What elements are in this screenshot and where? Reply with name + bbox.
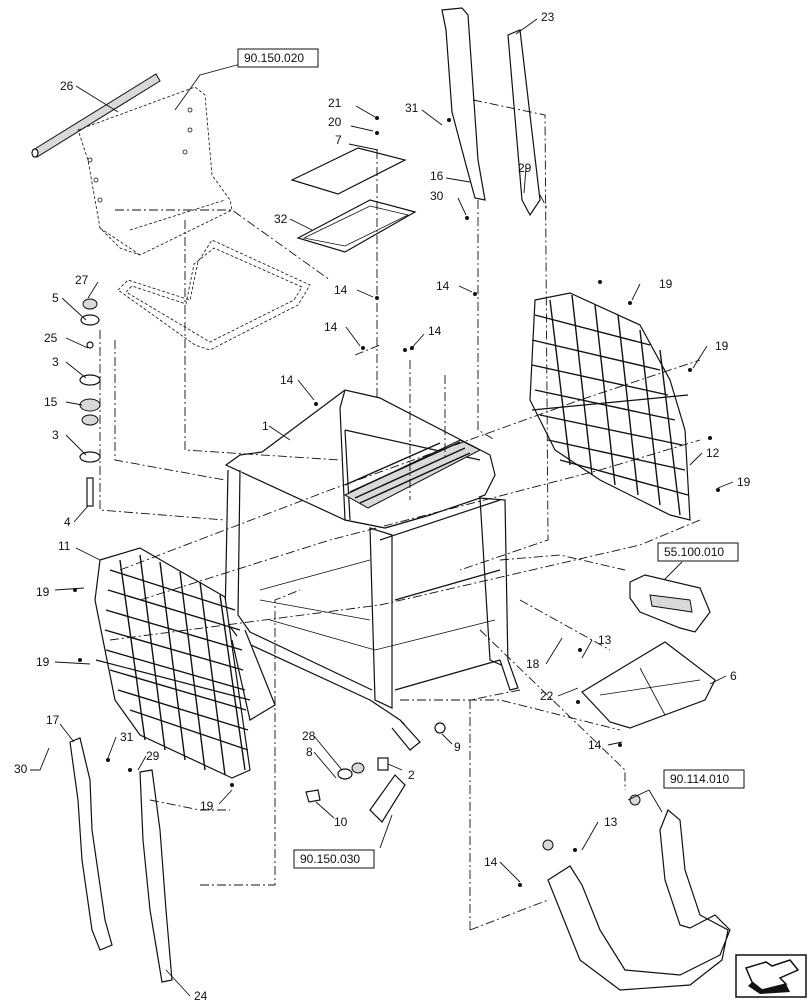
callout-19-c: 19	[737, 475, 751, 489]
callout-6: 6	[730, 669, 737, 683]
callout-14-g: 14	[484, 855, 498, 869]
callout-14-c: 14	[324, 320, 338, 334]
callout-19-f: 19	[200, 799, 214, 813]
assembly-lines	[99, 99, 701, 931]
top-window-part	[290, 147, 417, 253]
ref-box-90-150-030[interactable]: 90.150.030	[293, 849, 375, 869]
left-post-part	[69, 737, 173, 983]
ref-box-90-150-020[interactable]: 90.150.020	[237, 48, 319, 68]
callout-3-lower: 3	[52, 428, 59, 442]
callout-labels: 26 21 20 7 32 31 16 30 29 23 27 5 25 3 1…	[14, 10, 751, 1000]
ref-label: 90.150.020	[244, 51, 304, 65]
callout-19-d: 19	[36, 585, 50, 599]
callout-14-f: 14	[588, 738, 602, 752]
ref-label: 90.150.030	[300, 852, 360, 866]
callout-27: 27	[75, 273, 89, 287]
console-part	[629, 574, 711, 633]
callout-10: 10	[334, 815, 348, 829]
callout-11: 11	[58, 539, 71, 553]
callout-14-d: 14	[428, 324, 442, 338]
callout-23: 23	[541, 10, 555, 24]
callout-4: 4	[64, 515, 71, 529]
hinge-hardware	[305, 722, 446, 823]
callout-25: 25	[44, 331, 58, 345]
callout-14-b: 14	[436, 279, 450, 293]
callout-14-a: 14	[334, 283, 348, 297]
callout-32: 32	[274, 212, 288, 226]
right-screen-part	[529, 292, 691, 521]
rear-panel-part	[77, 86, 233, 256]
mount-stack	[79, 298, 101, 507]
callout-13-a: 13	[598, 633, 612, 647]
seal-part	[117, 239, 311, 351]
callout-1: 1	[262, 419, 269, 433]
callout-30-top: 30	[430, 189, 444, 203]
callout-21: 21	[328, 96, 342, 110]
callout-19-b: 19	[715, 339, 729, 353]
callout-30-bottom: 30	[14, 762, 28, 776]
callout-22: 22	[540, 689, 554, 703]
ref-box-55-100-010[interactable]: 55.100.010	[657, 542, 739, 562]
callout-24: 24	[194, 989, 208, 1000]
callout-28: 28	[302, 729, 316, 743]
ref-label: 55.100.010	[664, 545, 724, 559]
callout-5: 5	[52, 291, 59, 305]
callout-19-e: 19	[36, 655, 50, 669]
callout-13-b: 13	[604, 815, 618, 829]
callout-29-top: 29	[518, 161, 532, 175]
floor-plate-part	[581, 641, 716, 729]
callout-18: 18	[526, 657, 540, 671]
callout-8: 8	[306, 745, 313, 759]
callout-29-bottom: 29	[146, 749, 160, 763]
callout-19-a: 19	[659, 277, 673, 291]
callout-31-top: 31	[405, 101, 419, 115]
grab-handle-part	[542, 794, 731, 991]
callout-14-e: 14	[280, 373, 294, 387]
callout-31-bottom: 31	[120, 730, 134, 744]
callout-20: 20	[328, 115, 342, 129]
arrow-icon[interactable]	[735, 954, 807, 998]
ref-box-90-114-010[interactable]: 90.114.010	[663, 769, 745, 789]
callout-15: 15	[44, 395, 58, 409]
callout-12: 12	[706, 446, 720, 460]
ref-label: 90.114.010	[670, 772, 729, 786]
callout-3-upper: 3	[52, 355, 59, 369]
callout-7: 7	[335, 133, 342, 147]
cab-frame-part	[224, 389, 519, 751]
callout-2: 2	[408, 768, 415, 782]
callout-17: 17	[46, 713, 60, 727]
callout-26: 26	[60, 79, 74, 93]
rod-part	[31, 73, 161, 158]
callout-9: 9	[454, 740, 461, 754]
callout-16: 16	[430, 169, 444, 183]
leader-lines	[30, 18, 734, 997]
right-post-part	[441, 7, 541, 217]
